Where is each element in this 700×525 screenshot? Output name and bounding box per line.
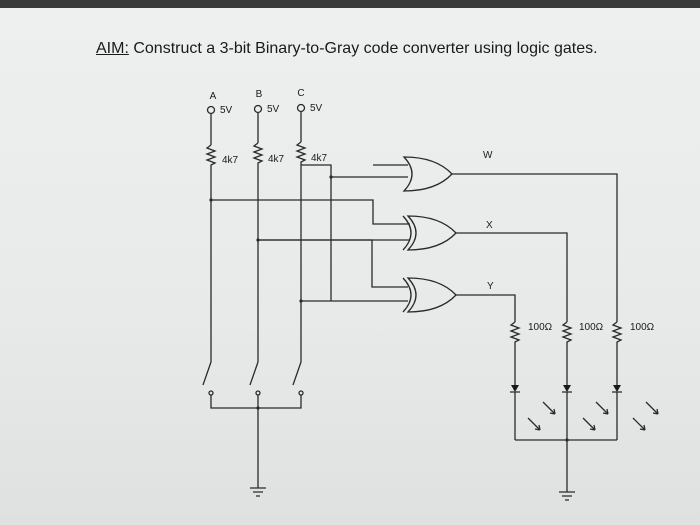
switch-c [292,361,302,386]
resistor-100-label-x: 100Ω [579,322,604,333]
supply-terminal-c [296,103,306,113]
ground-symbol-input [250,487,266,497]
switch-contact-c [298,390,304,396]
switch-b [249,361,259,386]
supply-label-a: 5V [220,105,233,116]
supply-wires [210,112,302,145]
supply-label-b: 5V [267,104,280,115]
output-label-x: X [486,220,493,231]
resistor-label-b: 4k7 [268,154,285,165]
switch-contact-b [255,390,261,396]
resistor-100-x [561,321,573,385]
led-w [612,385,622,440]
resistor-4k7-c [295,141,307,165]
led-y [510,385,520,440]
output-wire-w [452,173,618,322]
wire-b-to-xor2 [258,239,408,288]
resistor-4k7-b [252,142,264,196]
supply-terminal-b [253,104,263,114]
junction-dots [209,175,569,442]
resistor-100-w [611,321,623,385]
switch-contact-a [208,390,214,396]
supply-label-c: 5V [310,103,323,114]
resistor-100-label-w: 100Ω [630,322,655,333]
resistor-4k7-a [205,144,217,200]
xor-gate-2 [406,277,457,313]
input-ground-bus [210,395,302,488]
wire-c-to-or [301,164,408,178]
output-wire-y [456,294,516,322]
input-label-b: B [256,89,263,100]
input-label-c: C [297,88,304,99]
xor-gate-2-back-arc [402,277,412,313]
led-x [562,385,572,440]
switch-a [202,361,212,386]
output-wire-x [456,232,568,322]
or-gate [402,156,453,192]
resistor-label-c: 4k7 [311,153,328,164]
resistor-100-label-y: 100Ω [528,322,553,333]
supply-terminal-a [206,105,216,115]
xor-gate-1-back-arc [402,215,412,251]
aim-label: AIM: [96,40,129,57]
output-label-y: Y [487,281,494,292]
input-bus-lines [210,165,302,362]
resistor-label-a: 4k7 [222,155,239,166]
resistor-100-y [509,321,521,385]
wire-a-to-xor1 [211,199,410,225]
output-ground-bus [515,439,617,492]
input-label-a: A [210,91,217,102]
ground-symbol-output [559,491,575,501]
xor-gate-1 [406,215,457,251]
led-light-arrows [527,401,659,431]
aim-text: Construct a 3-bit Binary-to-Gray code co… [133,40,598,57]
paper-sheet [0,8,700,525]
output-label-w: W [483,150,493,161]
aim-title: AIM: Construct a 3-bit Binary-to-Gray co… [96,40,598,58]
